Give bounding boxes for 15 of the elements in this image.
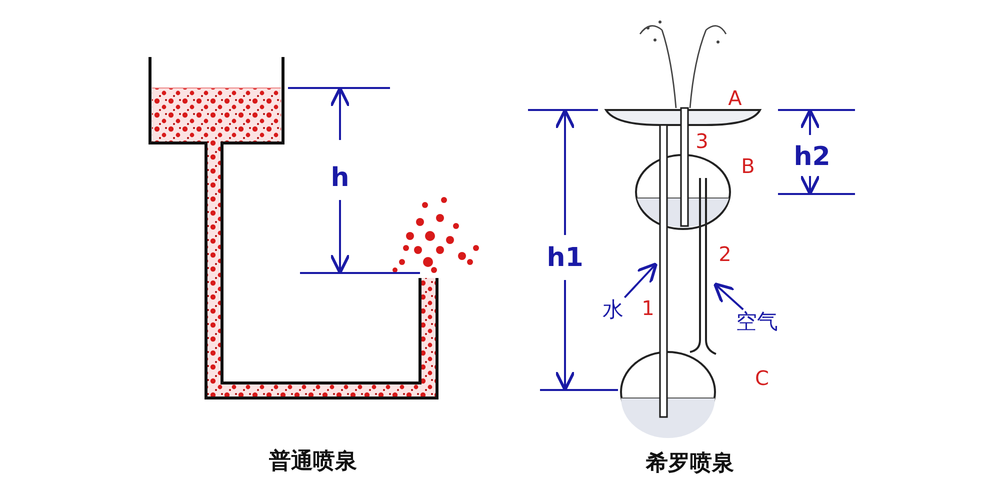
height-label: h2 bbox=[794, 144, 830, 170]
leader-arrow bbox=[713, 282, 744, 310]
part-label: 3 bbox=[696, 131, 708, 151]
caption: 普通喷泉 bbox=[269, 451, 357, 473]
part-label: B bbox=[741, 156, 755, 176]
part-label: 1 bbox=[642, 298, 654, 318]
caption: 希罗喷泉 bbox=[646, 453, 734, 475]
part-label: C bbox=[755, 368, 769, 388]
height-label: h bbox=[330, 165, 350, 191]
leader-arrow bbox=[624, 262, 658, 298]
part-label: A bbox=[728, 88, 742, 108]
part-label: 2 bbox=[718, 244, 732, 264]
text-label: 空气 bbox=[736, 312, 778, 332]
text-label: 水 bbox=[602, 300, 624, 320]
height-label: h1 bbox=[546, 245, 584, 271]
